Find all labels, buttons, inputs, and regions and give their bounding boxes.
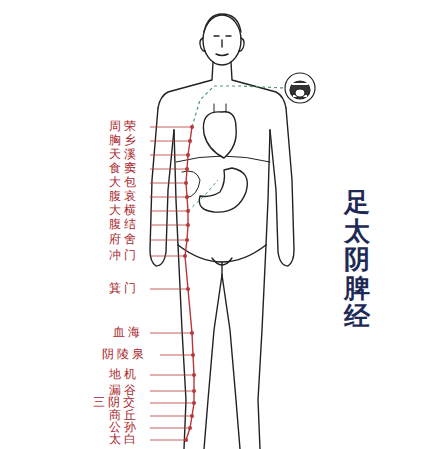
acupoint-label: 阴陵泉 bbox=[101, 348, 148, 361]
title: 足太阴脾经 bbox=[344, 188, 370, 331]
acupoint-label: 周荣 bbox=[108, 120, 140, 133]
acupoint-label: 胸乡 bbox=[108, 134, 140, 147]
acupoint-label: 天溪 bbox=[108, 148, 140, 161]
acupoint-label: 血海 bbox=[112, 326, 144, 339]
acupoint-label: 腹结 bbox=[108, 218, 140, 231]
acupoint-label: 腹哀 bbox=[108, 190, 140, 203]
acupoint-label: 太白 bbox=[108, 433, 140, 446]
acupoint-label: 箕门 bbox=[108, 282, 140, 295]
acupoint-label: 大包 bbox=[108, 176, 140, 189]
acupoint-label: 大横 bbox=[108, 204, 140, 217]
acupoint-label: 三阴交 bbox=[92, 396, 139, 409]
acupoint-label: 冲门 bbox=[108, 249, 140, 262]
acupoint-label: 地机 bbox=[108, 368, 140, 381]
acupoint-label: 府舍 bbox=[108, 233, 140, 246]
acupoint-label: 食窦 bbox=[108, 162, 140, 175]
